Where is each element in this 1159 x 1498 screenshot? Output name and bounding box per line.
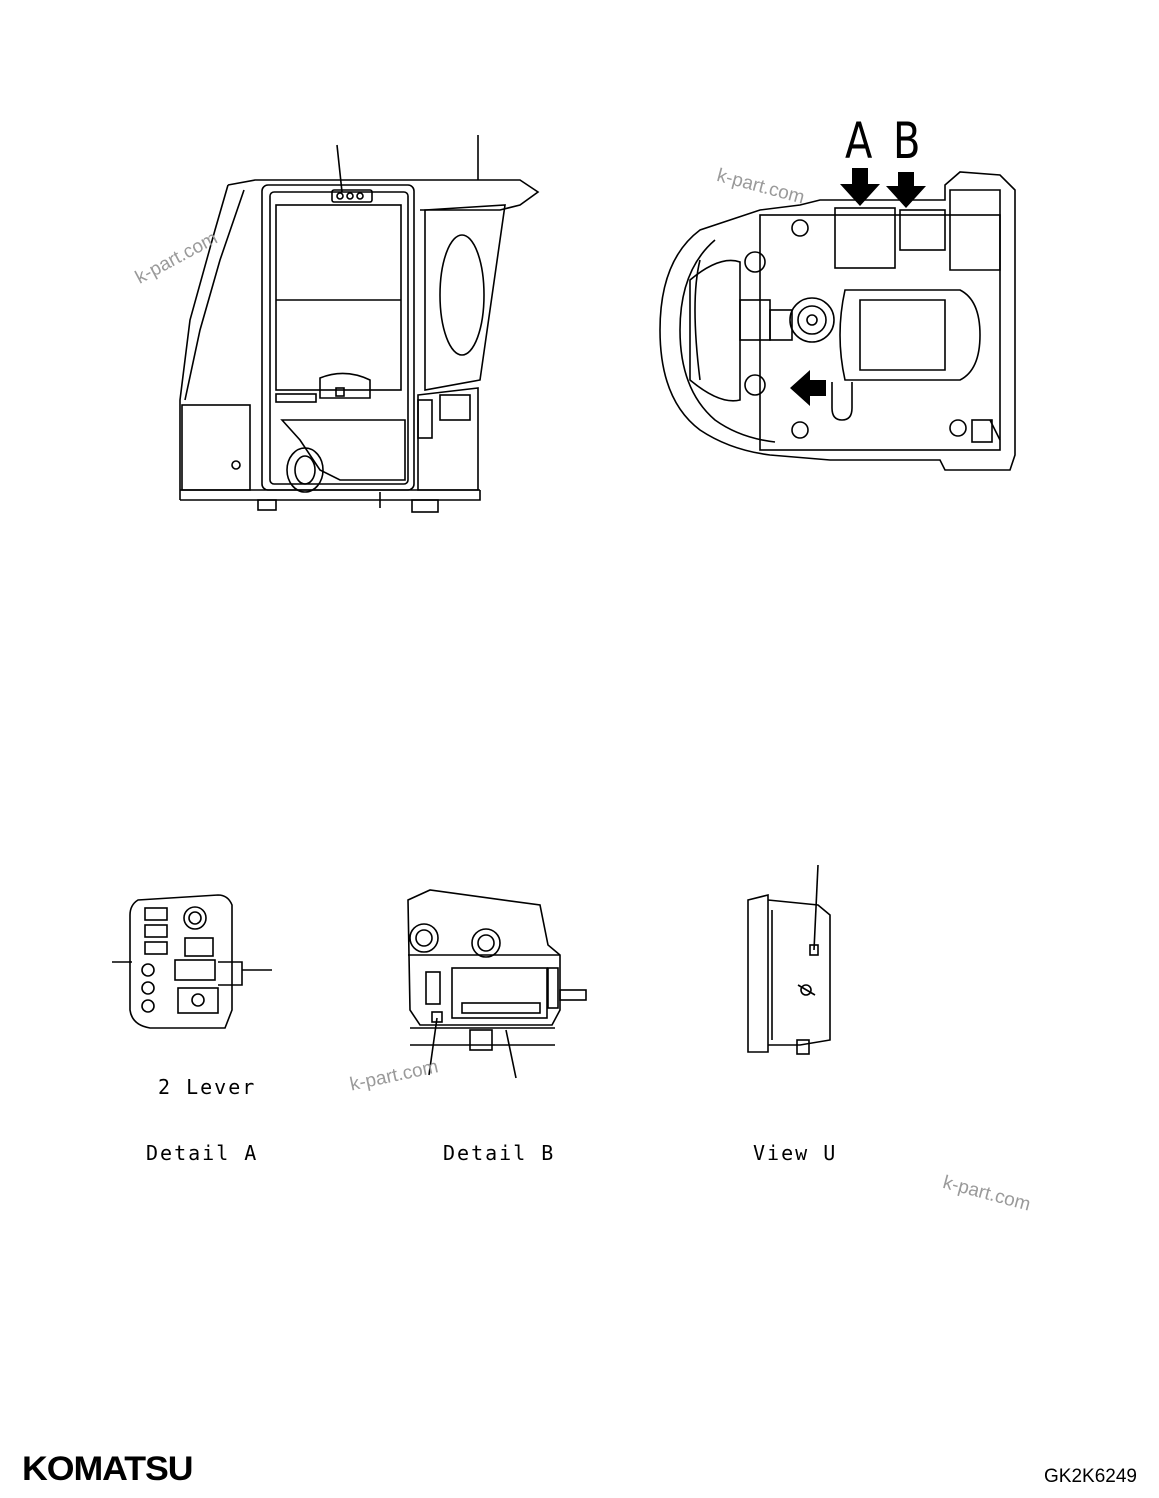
caption-view-u: View U [753, 1141, 838, 1165]
caption-detail-b: Detail B [443, 1141, 556, 1165]
arrow-label-b: B [893, 112, 921, 170]
komatsu-logo: KOMATSU [22, 1450, 194, 1488]
view-u-drawing [747, 864, 831, 1055]
direction-arrows [790, 168, 926, 406]
detail-a-drawing [112, 894, 272, 1029]
lever-note: 2 Lever [158, 1075, 257, 1099]
arrow-label-a: A [845, 112, 873, 170]
detail-b-drawing [407, 889, 587, 1079]
cab-side-view [179, 135, 540, 513]
caption-detail-a: Detail A [146, 1141, 259, 1165]
operator-station-top-view [659, 171, 1016, 471]
part-code: GK2K6249 [1044, 1466, 1137, 1487]
